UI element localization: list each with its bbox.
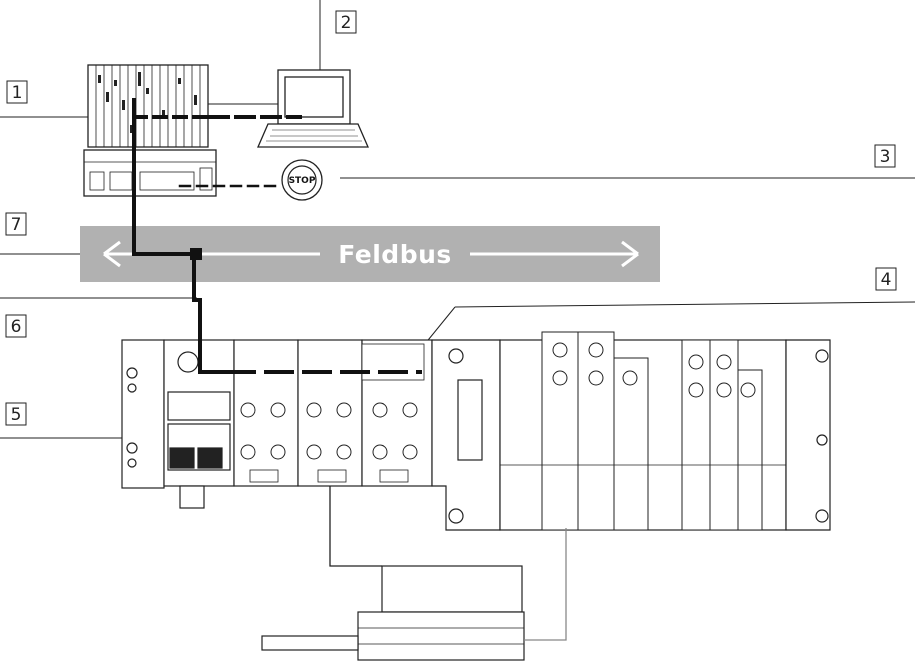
- emergency-stop-icon: STOP: [281, 159, 323, 201]
- svg-text:3: 3: [880, 147, 891, 167]
- svg-text:5: 5: [11, 405, 22, 425]
- callout-2: 2: [335, 10, 357, 34]
- svg-text:STOP: STOP: [289, 176, 316, 186]
- svg-text:7: 7: [11, 215, 22, 235]
- callout-3: 3: [874, 144, 896, 168]
- fieldbus-label: Feldbus: [338, 240, 452, 269]
- callout-7: 7: [5, 212, 27, 236]
- plc-controller: [83, 64, 217, 197]
- svg-text:4: 4: [881, 270, 892, 290]
- electric-drive: [261, 565, 525, 661]
- callout-1: 1: [6, 80, 28, 104]
- bus-cables: [132, 98, 422, 374]
- valve-terminal: [121, 331, 831, 531]
- laptop-icon: [257, 69, 369, 148]
- callout-6: 6: [5, 314, 27, 338]
- svg-text:1: 1: [12, 83, 23, 103]
- svg-text:6: 6: [11, 317, 22, 337]
- callout-4: 4: [875, 267, 897, 291]
- callout-5: 5: [5, 402, 27, 426]
- svg-text:2: 2: [341, 13, 352, 33]
- drive-cables: [329, 486, 567, 641]
